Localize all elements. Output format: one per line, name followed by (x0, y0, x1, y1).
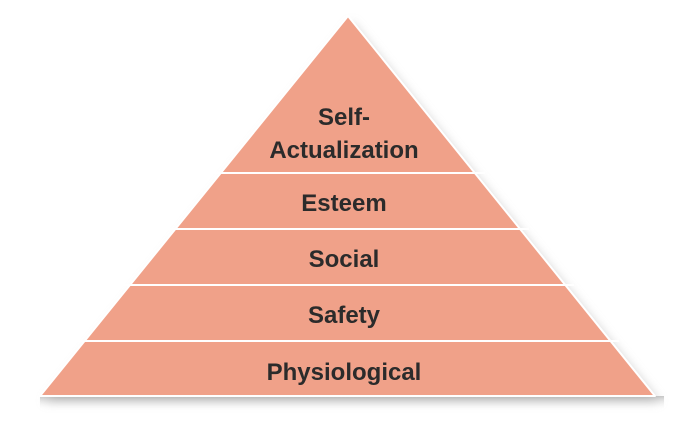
tier-label: Actualization (269, 137, 418, 164)
tier-physiological: Physiological (267, 359, 422, 386)
tier-label: Self- (318, 104, 370, 131)
pyramid-body (39, 15, 656, 397)
tier-label: Esteem (301, 190, 386, 217)
tier-label: Social (309, 246, 380, 273)
tier-safety: Safety (308, 302, 381, 329)
tier-label: Safety (308, 302, 381, 329)
tier-self-actualization: Self- Actualization (269, 104, 418, 164)
tier-label: Physiological (267, 359, 422, 386)
pyramid-base-shadow (40, 396, 664, 410)
tier-social: Social (309, 246, 380, 273)
tier-esteem: Esteem (301, 190, 386, 217)
